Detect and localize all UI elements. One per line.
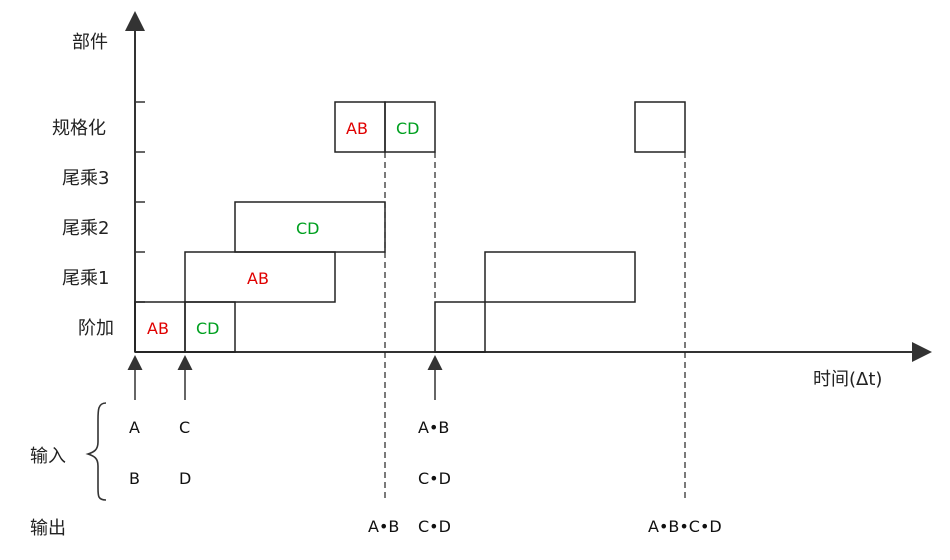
x-axis-label: 时间(Δt) [813,369,882,390]
tail1-ab-text: AB [247,269,269,288]
input-d: D [179,469,191,488]
row-label-tail-mul-3: 尾乘3 [62,168,109,189]
norm-ab-text: AB [346,119,368,138]
input-brace [85,402,107,501]
input-b: B [129,469,140,488]
output-label: 输出 [30,518,66,539]
norm-box-final [634,101,686,153]
tail1-box-final [484,251,636,303]
y-axis-label: 部件 [72,32,108,53]
tail1-box-ab [184,251,336,303]
output-abcd: A•B•C•D [648,517,722,536]
output-cd: C•D [418,517,451,536]
input-label: 输入 [30,446,66,467]
norm-box-cd [384,101,436,153]
add-cd-text: CD [196,319,220,338]
add-box-final [434,301,486,353]
tail2-cd-text: CD [296,219,320,238]
row-label-normalize: 规格化 [52,118,106,139]
input-c: C [179,418,190,437]
row-label-tail-mul-1: 尾乘1 [62,268,109,289]
row-label-exponent-add: 阶加 [78,318,114,339]
norm-cd-text: CD [396,119,420,138]
add-box-cd [184,301,236,353]
output-ab: A•B [368,517,399,536]
add-ab-text: AB [147,319,169,338]
row-label-tail-mul-2: 尾乘2 [62,218,109,239]
input-a: A [129,418,140,437]
input-ab-product: A•B [418,418,449,437]
input-cd-product: C•D [418,469,451,488]
